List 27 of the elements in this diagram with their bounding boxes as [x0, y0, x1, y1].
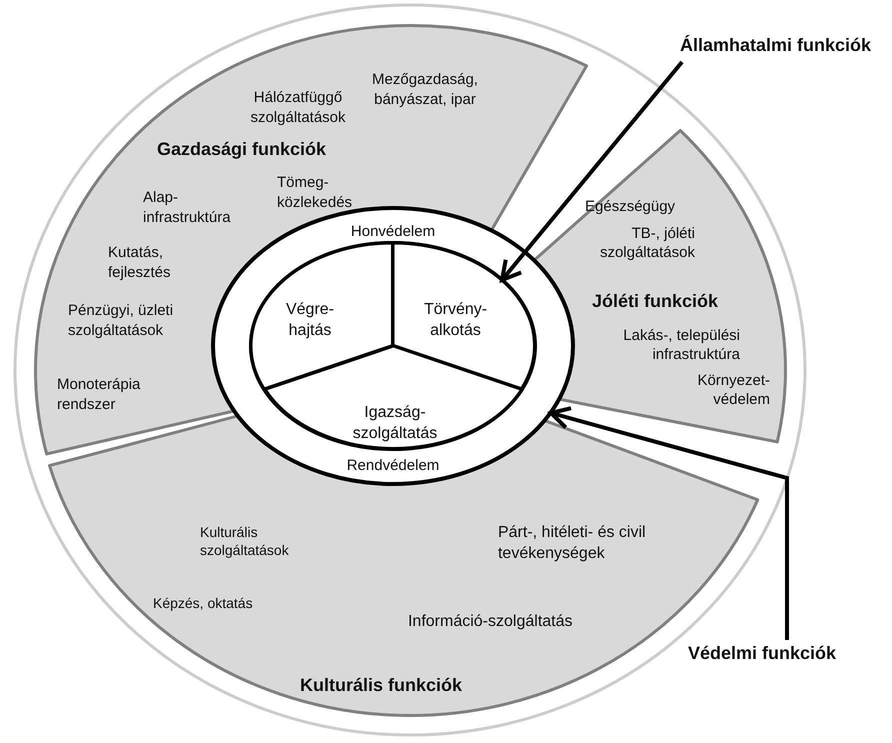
item-label: Párt-, hitéleti- és civil tevékenységek	[498, 523, 647, 564]
item-label: Információ-szolgáltatás	[408, 612, 574, 632]
item-label: TB-, jóléti szolgáltatások	[598, 224, 695, 263]
function-heading: Kulturális funkciók	[300, 674, 464, 697]
item-label: Alap- infrastruktúra	[143, 188, 232, 227]
arrow	[549, 406, 789, 640]
item-label: Törvény- alkotás	[422, 300, 488, 341]
item-label: Mezőgazdaság, bányászat, ipar	[371, 70, 479, 109]
item-label: Lakás-, települési infrastruktúra	[622, 326, 740, 365]
item-label: Környezet- védelem	[696, 370, 770, 410]
arrow	[500, 60, 684, 282]
item-label: Egészségügy	[585, 196, 676, 216]
item-label: Monoterápia rendszer	[57, 375, 142, 414]
item-label: Honvédelem	[350, 222, 436, 242]
function-heading: Védelmi funkciók	[688, 642, 838, 665]
item-label: Pénzügyi, üzleti szolgáltatások	[68, 301, 174, 340]
function-heading: Jóléti funkciók	[592, 290, 720, 313]
item-label: Tömeg- közlekedés	[277, 173, 354, 212]
item-label: Rendvédelem	[346, 456, 440, 476]
item-label: Kulturális szolgáltatások	[200, 523, 290, 560]
item-label: Képzés, oktatás	[152, 594, 254, 612]
function-heading: Gazdasági funkciók	[157, 138, 328, 161]
item-label: Igazság- szolgáltatás	[352, 403, 438, 444]
item-label: Végre- hajtás	[284, 300, 336, 341]
item-label: Kutatás, fejlesztés	[108, 243, 172, 282]
item-label: Hálózatfüggő szolgáltatások	[249, 88, 347, 127]
function-heading: Államhatalmi funkciók	[680, 34, 872, 57]
